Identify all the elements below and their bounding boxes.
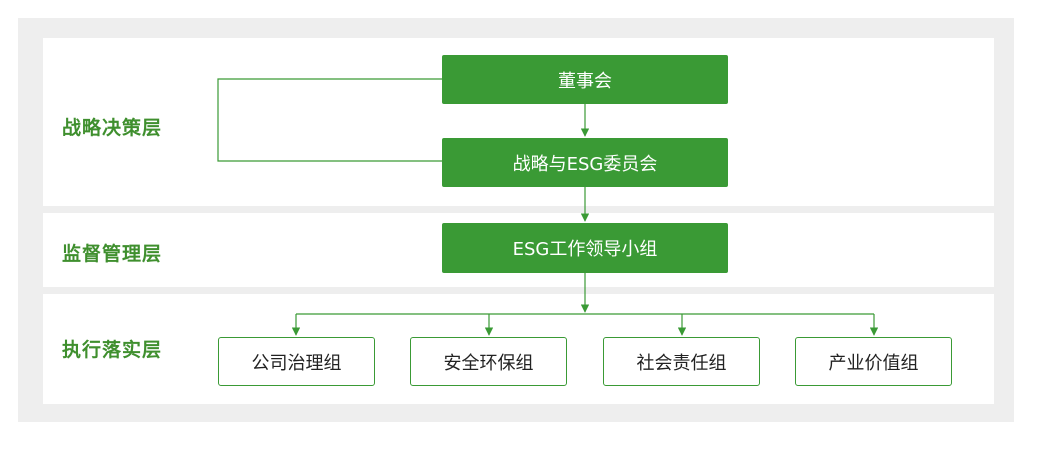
corporate-governance-group-node: 公司治理组 [218,337,375,386]
exec-layer-label: 执行落实层 [62,339,163,361]
industry-value-group-node: 产业价值组 [795,337,952,386]
strategy-layer-label: 战略决策层 [62,117,163,139]
board-node: 董事会 [442,55,728,104]
strategy-esg-committee-node: 战略与ESG委员会 [442,138,728,187]
safety-environment-group-node: 安全环保组 [410,337,567,386]
supervise-layer-label: 监督管理层 [62,243,163,265]
social-responsibility-group-node: 社会责任组 [603,337,760,386]
esg-leading-group-node: ESG工作领导小组 [442,223,728,273]
